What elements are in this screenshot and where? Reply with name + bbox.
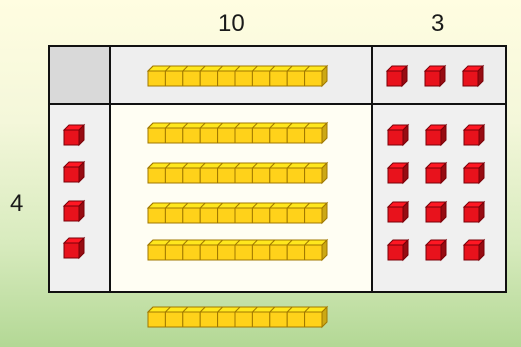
body-ones-cube (388, 163, 408, 183)
body-ones-cube (426, 163, 446, 183)
body-tens-rod (148, 203, 327, 223)
header-ones-cube (425, 66, 445, 86)
body-tens-rod (148, 163, 327, 183)
body-ones-cube (464, 202, 484, 222)
body-ones-cube (388, 202, 408, 222)
body-ones-cube (426, 240, 446, 260)
body-ones-cube (426, 125, 446, 145)
body-ones-cube (388, 125, 408, 145)
left-ones-cube (64, 125, 84, 145)
body-tens-rod (148, 240, 327, 260)
body-ones-cube (388, 240, 408, 260)
body-ones-cube (426, 202, 446, 222)
header-tens-rod (148, 66, 327, 86)
left-ones-cube (64, 162, 84, 182)
left-ones-cube (64, 201, 84, 221)
header-ones-cube (463, 66, 483, 86)
body-ones-cube (464, 125, 484, 145)
body-tens-rod (148, 123, 327, 143)
body-ones-cube (464, 240, 484, 260)
left-ones-cube (64, 238, 84, 258)
body-ones-cube (464, 163, 484, 183)
header-ones-cube (387, 66, 407, 86)
bottom-tens-rod (148, 307, 327, 327)
